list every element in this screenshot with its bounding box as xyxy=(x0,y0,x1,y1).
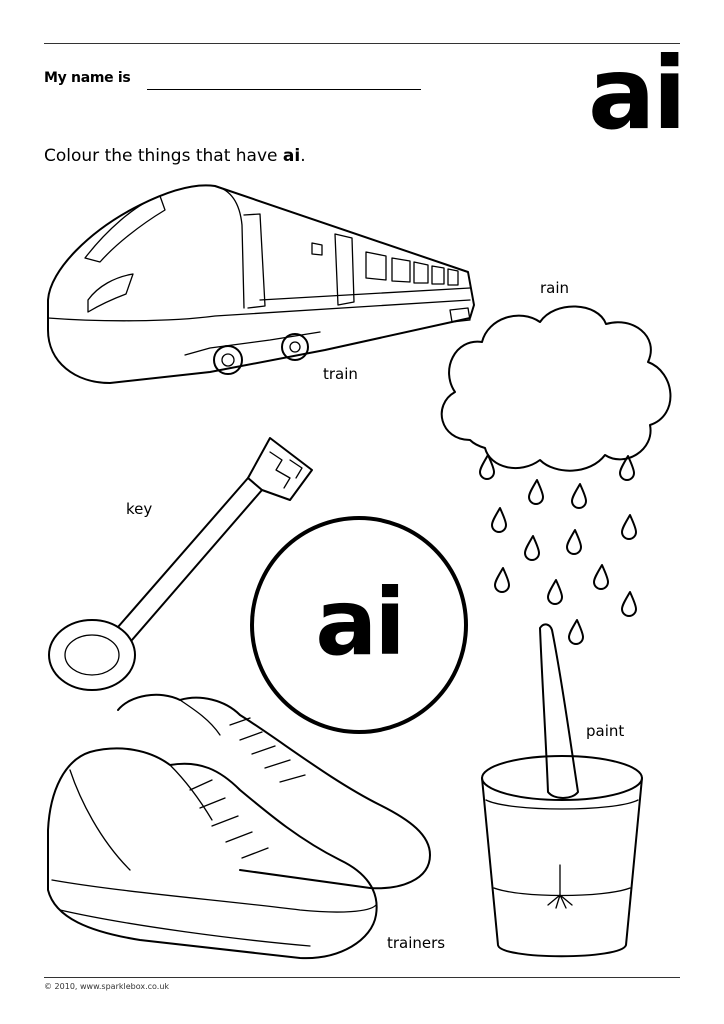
sound-heading: ai xyxy=(588,35,687,152)
center-sound-circle: ai xyxy=(250,516,468,734)
trainers-label: trainers xyxy=(387,934,446,952)
copyright: © 2010, www.sparklebox.co.uk xyxy=(44,982,170,991)
name-field[interactable] xyxy=(147,89,421,90)
center-sound: ai xyxy=(315,568,406,676)
instruction: Colour the things that have ai. xyxy=(44,146,306,166)
top-rule xyxy=(44,43,680,44)
paint-label: paint xyxy=(586,722,625,740)
key-label: key xyxy=(126,500,153,518)
rain-label: rain xyxy=(540,279,570,297)
bottom-rule xyxy=(44,977,680,978)
train-label: train xyxy=(323,365,358,383)
name-label: My name is xyxy=(44,70,131,86)
